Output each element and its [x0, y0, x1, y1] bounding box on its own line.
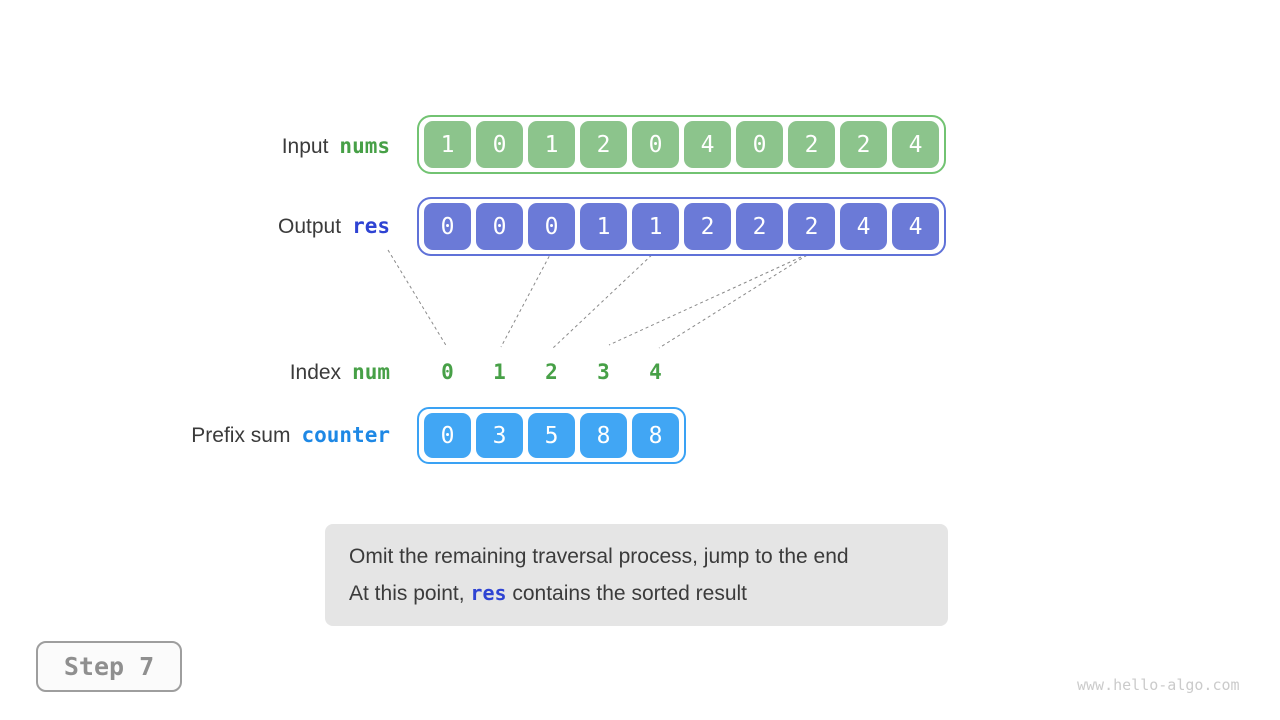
note-line-2-prefix: At this point, — [349, 582, 471, 605]
index-label: Index num — [0, 358, 390, 387]
array-cell: 0 — [424, 203, 471, 250]
array-cell: 4 — [892, 203, 939, 250]
prefix-sum-label-code: counter — [301, 423, 390, 447]
array-cell: 8 — [632, 413, 679, 458]
watermark: www.hello-algo.com — [1077, 676, 1240, 694]
input-label-code: nums — [339, 134, 390, 158]
array-cell: 0 — [424, 413, 471, 458]
array-cell: 1 — [424, 121, 471, 168]
array-cell: 4 — [892, 121, 939, 168]
array-cell: 8 — [580, 413, 627, 458]
connector-line — [658, 251, 813, 349]
index-row: 0 1 2 3 4 — [424, 358, 679, 386]
output-label: Output res — [0, 212, 390, 241]
array-cell: 3 — [597, 360, 610, 384]
array-cell: 1 — [493, 360, 506, 384]
array-cell: 4 — [684, 121, 731, 168]
array-cell: 2 — [580, 121, 627, 168]
input-label-text: Input — [281, 135, 329, 158]
array-cell: 2 — [736, 203, 783, 250]
note-line-2-suffix: contains the sorted result — [506, 582, 747, 605]
array-cell: 4 — [649, 360, 662, 384]
array-cell: 4 — [840, 203, 887, 250]
array-cell: 3 — [476, 413, 523, 458]
array-cell: 0 — [528, 203, 575, 250]
array-cell: 0 — [476, 121, 523, 168]
array-cell: 0 — [632, 121, 679, 168]
connector-line — [552, 250, 657, 349]
prefix-sum-label: Prefix sum counter — [0, 421, 390, 450]
note-line-1: Omit the remaining traversal process, ju… — [349, 545, 849, 568]
array-cell: 0 — [476, 203, 523, 250]
array-cell: 2 — [545, 360, 558, 384]
note-line-2-code: res — [470, 581, 507, 605]
array-cell: 2 — [840, 121, 887, 168]
array-cell: 1 — [580, 203, 627, 250]
array-cell: 0 — [736, 121, 783, 168]
output-label-text: Output — [278, 215, 342, 238]
array-cell: 5 — [528, 413, 575, 458]
connector-line — [608, 251, 813, 346]
array-cell: 0 — [441, 360, 454, 384]
prefix-sum-label-text: Prefix sum — [191, 424, 291, 447]
connector-line — [387, 249, 448, 348]
input-label: Input nums — [0, 132, 390, 161]
array-cell: 2 — [788, 121, 835, 168]
step-badge: Step 7 — [36, 641, 182, 692]
array-cell: 2 — [788, 203, 835, 250]
note-line-2: At this point, res contains the sorted r… — [349, 575, 924, 612]
index-label-code: num — [352, 360, 390, 384]
note-bubble: Omit the remaining traversal process, ju… — [325, 524, 948, 626]
connector-line — [500, 250, 553, 348]
output-label-code: res — [352, 214, 390, 238]
array-cell: 2 — [684, 203, 731, 250]
array-cell: 1 — [528, 121, 575, 168]
array-cell: 1 — [632, 203, 679, 250]
index-label-text: Index — [289, 361, 342, 384]
